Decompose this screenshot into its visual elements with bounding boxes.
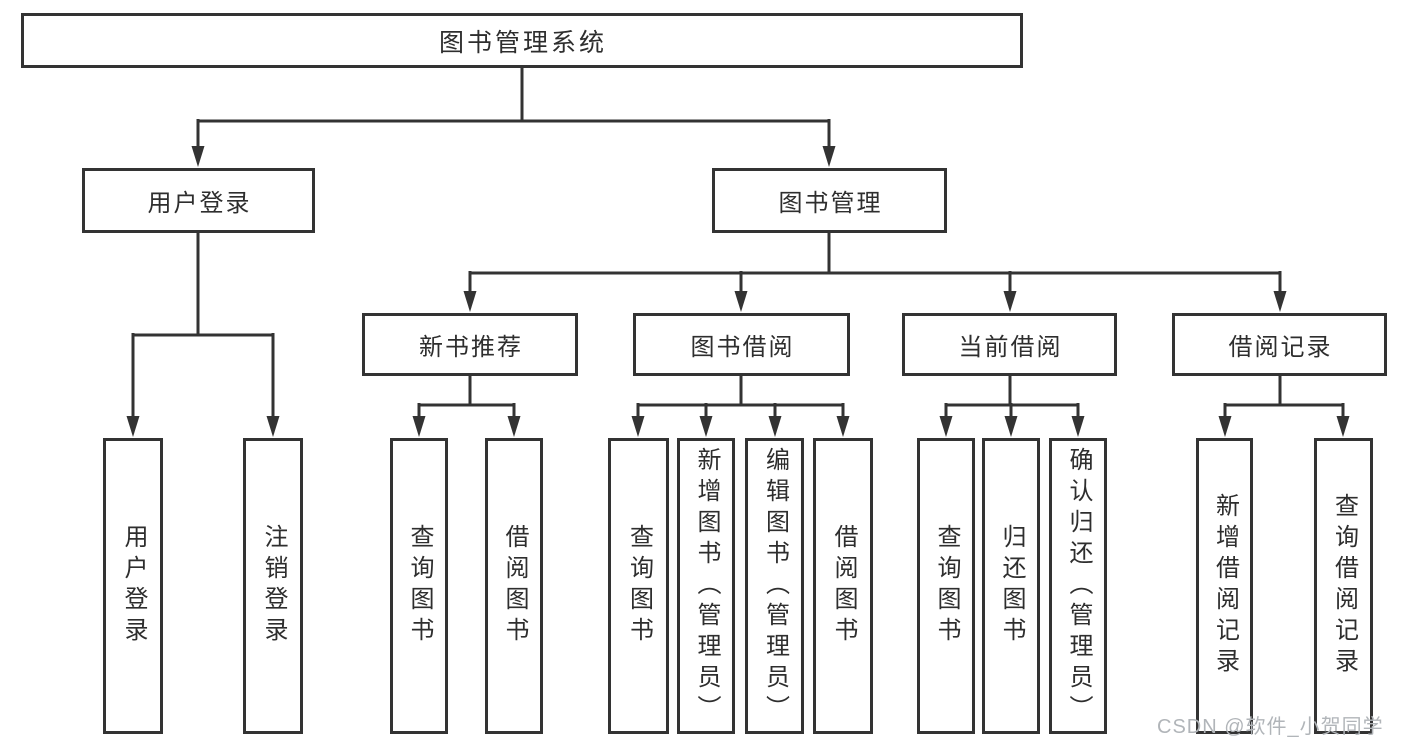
csdn-watermark: CSDN @软件_小贺同学: [1157, 716, 1384, 738]
node-label: 查询图书: [625, 524, 653, 648]
node-label: 图书管理: [778, 190, 883, 217]
node-user-login-leaf: 用户登录: [103, 438, 163, 734]
node-label: 查询借阅记录: [1330, 493, 1358, 679]
node-query-books: 查询图书: [917, 438, 975, 734]
node-borrow-books: 借阅图书: [813, 438, 873, 734]
node-borrowing-records: 借阅记录: [1172, 313, 1387, 376]
node-label: 图书管理系统: [438, 28, 607, 57]
node-add-book-admin: 新增图书（管理员）: [677, 438, 735, 734]
arrowheads: [126, 146, 1350, 437]
node-label: 编辑图书（管理员）: [761, 446, 789, 726]
node-label: 新增图书（管理员）: [693, 446, 720, 726]
node-add-borrow-record: 新增借阅记录: [1196, 438, 1253, 734]
node-current-borrowing: 当前借阅: [902, 313, 1117, 376]
node-borrow-books: 借阅图书: [485, 438, 543, 734]
node-book-borrowing: 图书借阅: [633, 313, 850, 376]
node-query-books: 查询图书: [390, 438, 448, 734]
node-label: 当前借阅: [958, 334, 1063, 361]
node-label: 确认归还（管理员）: [1065, 446, 1092, 726]
node-new-book-recommendation: 新书推荐: [362, 313, 578, 376]
node-return-book: 归还图书: [982, 438, 1040, 734]
node-query-books: 查询图书: [608, 438, 669, 734]
node-book-management-system: 图书管理系统: [21, 13, 1023, 68]
node-user-login: 用户登录: [82, 168, 315, 233]
node-label: 查询图书: [933, 524, 960, 648]
node-query-borrow-record: 查询借阅记录: [1314, 438, 1373, 734]
node-label: 新书推荐: [419, 334, 523, 361]
node-label: 查询图书: [406, 524, 433, 648]
node-label: 借阅图书: [830, 524, 857, 648]
connector-shafts: [131, 68, 1345, 419]
node-confirm-return-admin: 确认归还（管理员）: [1049, 438, 1107, 734]
node-logout: 注销登录: [243, 438, 303, 734]
node-book-management: 图书管理: [712, 168, 947, 233]
node-label: 注销登录: [260, 524, 287, 648]
node-label: 图书借阅: [690, 334, 795, 361]
node-label: 用户登录: [147, 190, 252, 217]
node-label: 新增借阅记录: [1211, 493, 1239, 679]
node-label: 借阅图书: [501, 524, 528, 648]
node-label: 借阅记录: [1228, 334, 1333, 361]
node-edit-book-admin: 编辑图书（管理员）: [745, 438, 804, 734]
node-label: 归还图书: [998, 524, 1025, 648]
node-label: 用户登录: [120, 524, 147, 648]
